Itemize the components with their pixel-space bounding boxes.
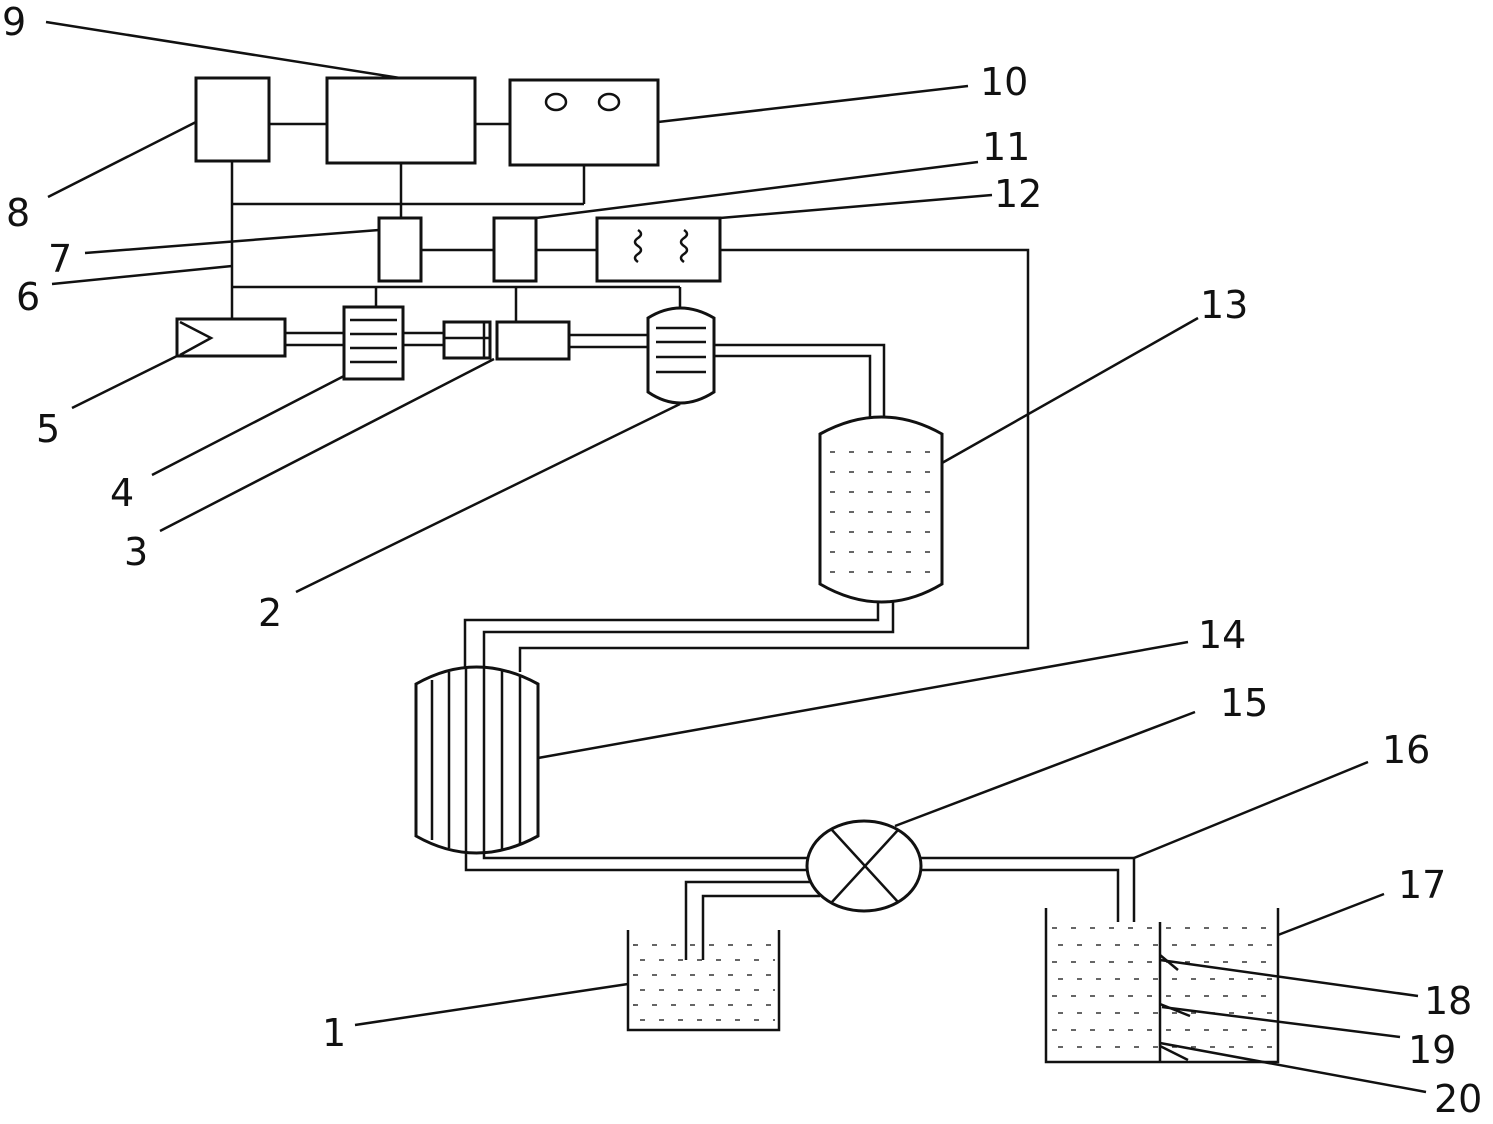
label-10: 10	[980, 60, 1028, 104]
component-3	[442, 320, 571, 361]
component-12-heater	[595, 216, 722, 283]
leader-lines	[45, 20, 1427, 1094]
label-14: 14	[1198, 613, 1246, 657]
label-1: 1	[322, 1011, 346, 1055]
component-13-tank	[818, 415, 944, 604]
component-4	[342, 305, 405, 381]
component-9-box	[325, 76, 477, 165]
label-17: 17	[1398, 863, 1446, 907]
component-17-tank	[1044, 908, 1280, 1064]
label-3: 3	[124, 530, 148, 574]
label-6: 6	[16, 275, 40, 319]
label-5: 5	[36, 407, 60, 451]
label-8: 8	[6, 191, 30, 235]
component-11-box	[492, 216, 538, 283]
label-7: 7	[48, 237, 72, 281]
component-15-valve	[805, 819, 923, 913]
component-5	[175, 317, 287, 358]
label-4: 4	[110, 471, 134, 515]
label-16: 16	[1382, 728, 1430, 772]
label-2: 2	[258, 591, 282, 635]
component-1-reservoir	[626, 930, 781, 1032]
label-15: 15	[1220, 681, 1268, 725]
label-13: 13	[1200, 283, 1248, 327]
component-10-display	[508, 78, 660, 167]
component-14-exchanger	[414, 665, 540, 855]
label-19: 19	[1408, 1028, 1456, 1072]
label-9: 9	[2, 0, 26, 44]
component-2-vessel	[646, 306, 716, 405]
label-11: 11	[982, 125, 1030, 169]
component-8-box	[194, 76, 271, 163]
label-18: 18	[1424, 979, 1472, 1023]
component-7-box	[377, 216, 423, 283]
label-20: 20	[1434, 1077, 1482, 1121]
label-12: 12	[994, 172, 1042, 216]
